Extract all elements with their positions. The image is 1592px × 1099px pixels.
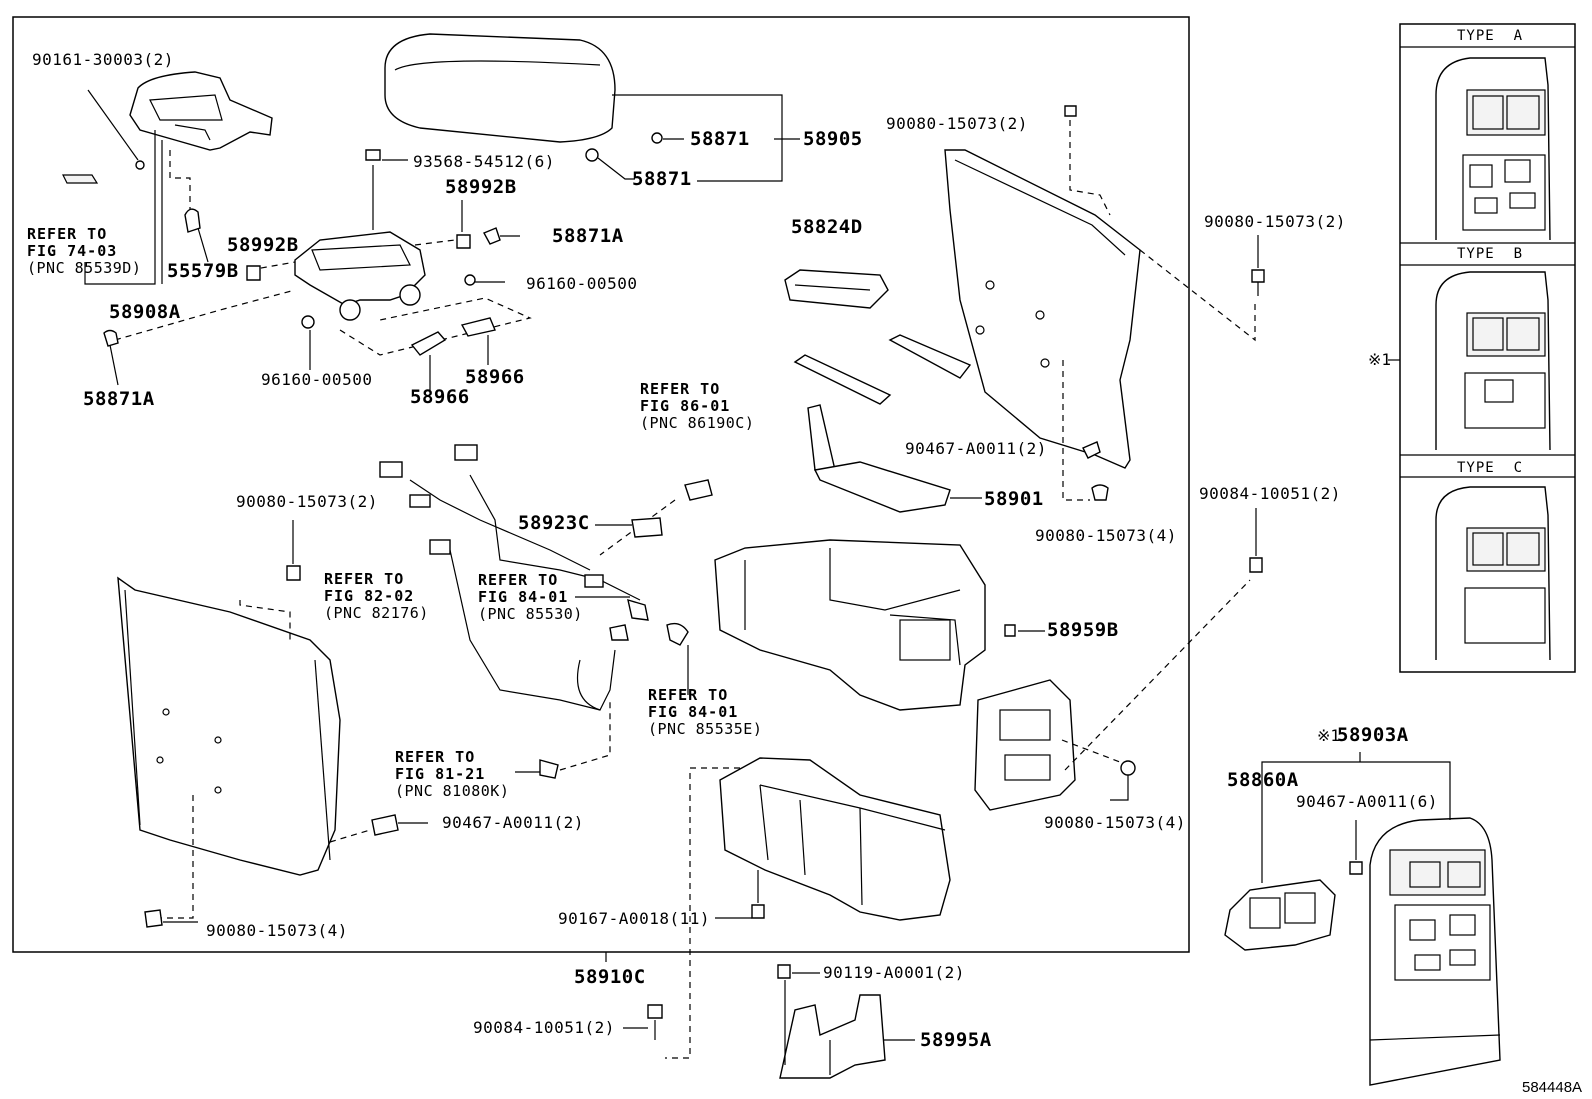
main-frame (12, 16, 1190, 953)
part-number-90080-left: 90080-15073(2) (236, 492, 378, 511)
part-number-96160-b: 96160-00500 (261, 370, 373, 389)
refer-82-02-line2: FIG 82-02 (324, 587, 415, 605)
refer-86-01-line2: FIG 86-01 (640, 397, 731, 415)
type-c-label: TYPE C (1457, 460, 1524, 476)
types-panel-frame (1399, 23, 1576, 673)
type-b-label: TYPE B (1457, 246, 1524, 262)
callout-58824d: 58824D (791, 216, 863, 238)
callout-58959b: 58959B (1047, 619, 1119, 641)
part-number-90467-six: 90467-A0011(6) (1296, 792, 1438, 811)
refer-84-01-b-line3: (PNC 85535E) (648, 720, 763, 738)
refer-86-01-line3: (PNC 86190C) (640, 414, 755, 432)
hinge-bracket (129, 71, 273, 151)
part-number-90080-top: 90080-15073(2) (886, 114, 1028, 133)
refer-86-01-line1: REFER TO (640, 380, 721, 398)
part-number-90467-mid: 90467-A0011(2) (905, 439, 1047, 458)
callout-58923c: 58923C (518, 512, 590, 534)
refer-81-21-line2: FIG 81-21 (395, 765, 486, 783)
part-number-90080-right: 90080-15073(2) (1204, 212, 1346, 231)
refer-84-01-a-line1: REFER TO (478, 571, 559, 589)
left-side-panel (117, 576, 341, 876)
callout-58908a: 58908A (109, 301, 181, 323)
refer-74-03-line3: (PNC 85539D) (27, 259, 142, 277)
vent-58860a (1224, 879, 1336, 951)
callout-58905: 58905 (803, 128, 863, 150)
bracket-58995a (779, 994, 886, 1079)
refer-81-21-line3: (PNC 81080K) (395, 782, 510, 800)
part-number-90084-right: 90084-10051(2) (1199, 484, 1341, 503)
type-c-vent-panel (1435, 486, 1551, 661)
part-number-90167: 90167-A0018(11) (558, 909, 710, 928)
callout-58910c: 58910C (574, 966, 646, 988)
callout-58860a: 58860A (1227, 769, 1299, 791)
callout-58903a: 58903A (1337, 724, 1409, 746)
part-number-96160-a: 96160-00500 (526, 274, 638, 293)
type-b-vent-panel (1435, 271, 1551, 451)
callout-58871a-a: 58871A (552, 225, 624, 247)
wire-harness (379, 444, 649, 779)
switch-bracket (294, 231, 426, 321)
refer-74-03-line1: REFER TO (27, 225, 108, 243)
lower-console-tray (719, 757, 951, 921)
part-number-90084-bottom: 90084-10051(2) (473, 1018, 615, 1037)
callout-55579b: 55579B (167, 260, 239, 282)
console-box (714, 539, 986, 711)
refer-84-01-b-line1: REFER TO (648, 686, 729, 704)
types-note-mark: ※1 (1368, 350, 1392, 369)
callout-58871-a: 58871 (690, 128, 750, 150)
callout-58995a: 58995A (920, 1029, 992, 1051)
mount-plate (974, 679, 1076, 811)
callout-58992b-a: 58992B (445, 176, 517, 198)
tray-58824d (784, 269, 889, 309)
right-side-panel (944, 149, 1141, 469)
refer-84-01-a-line3: (PNC 85530) (478, 605, 583, 623)
part-number-90467-left: 90467-A0011(2) (442, 813, 584, 832)
refer-82-02-line3: (PNC 82176) (324, 604, 429, 622)
refer-84-01-b-line2: FIG 84-01 (648, 703, 739, 721)
armrest-lid (384, 33, 616, 143)
callout-58901: 58901 (984, 488, 1044, 510)
refer-84-01-a-line2: FIG 84-01 (478, 588, 569, 606)
type-a-label: TYPE A (1457, 28, 1524, 44)
callout-58966-b: 58966 (410, 386, 470, 408)
part-number-90080-left4: 90080-15073(4) (206, 921, 348, 940)
part-number-93568: 93568-54512(6) (413, 152, 555, 171)
part-number-90080-br4: 90080-15073(4) (1044, 813, 1186, 832)
part-number-90119: 90119-A0001(2) (823, 963, 965, 982)
part-number-90161: 90161-30003(2) (32, 50, 174, 69)
type-a-vent-panel (1435, 57, 1551, 241)
refer-81-21-line1: REFER TO (395, 748, 476, 766)
callout-58966-a: 58966 (465, 366, 525, 388)
callout-58992b-b: 58992B (227, 234, 299, 256)
rear-vent-assembly (1369, 817, 1501, 1086)
part-number-90080-mid4: 90080-15073(4) (1035, 526, 1177, 545)
callout-58871a-b: 58871A (83, 388, 155, 410)
note-mark-58903a: ※1 (1317, 726, 1341, 745)
diagram-code: 584448A (1522, 1079, 1583, 1096)
callout-58871-b: 58871 (632, 168, 692, 190)
refer-74-03-line2: FIG 74-03 (27, 242, 118, 260)
refer-82-02-line1: REFER TO (324, 570, 405, 588)
